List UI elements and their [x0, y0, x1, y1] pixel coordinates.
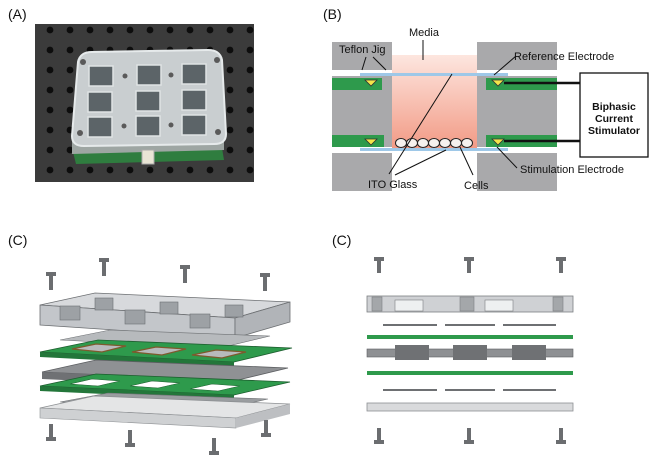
section-stack-view: [366, 257, 574, 444]
cells-row: [395, 138, 473, 148]
pcb-bottom-left: [332, 135, 384, 147]
exploded-view: [39, 258, 293, 455]
electrode-bottom-left: [364, 138, 378, 146]
schematic-cross-section: Teflon Jig Media Reference Electrode ITO…: [332, 27, 649, 192]
electrode-bottom-right: [491, 138, 505, 146]
photo-device: [35, 24, 254, 182]
section-top-screws: [374, 257, 566, 273]
panel-label-b: (B): [323, 6, 342, 22]
label-reference-electrode: Reference Electrode: [514, 51, 614, 63]
panel-label-a: (A): [8, 6, 27, 22]
section-bottom-screws: [374, 428, 566, 444]
panel-label-c-exploded: (C): [8, 232, 28, 248]
bottom-screws: [46, 420, 271, 455]
section-base: [366, 402, 574, 412]
label-stimulation-electrode: Stimulation Electrode: [520, 164, 624, 176]
top-screws: [46, 258, 270, 291]
label-cells: Cells: [464, 180, 489, 192]
electrode-top-left: [364, 79, 378, 87]
ito-glass-top: [360, 73, 508, 76]
ito-glass-bottom: [360, 148, 508, 151]
stimulator-box: [579, 72, 649, 158]
photo-connector: [141, 149, 155, 165]
photo-screws: [77, 57, 221, 136]
photo-wells: [87, 63, 207, 138]
label-teflon-jig: Teflon Jig: [339, 44, 385, 56]
label-media: Media: [409, 27, 440, 39]
section-pcb-2: [367, 371, 573, 375]
electrode-top-right: [491, 79, 505, 87]
stimulator-line-3: Stimulator: [588, 125, 640, 137]
jig-left: [332, 42, 392, 191]
section-pcb-1: [367, 335, 573, 339]
panel-label-c-section: (C): [332, 232, 352, 248]
label-ito-glass: ITO Glass: [368, 179, 418, 191]
stimulator-line-1: Biphasic: [592, 101, 636, 113]
stimulator-line-2: Current: [595, 113, 633, 125]
jig-right: [477, 42, 557, 191]
